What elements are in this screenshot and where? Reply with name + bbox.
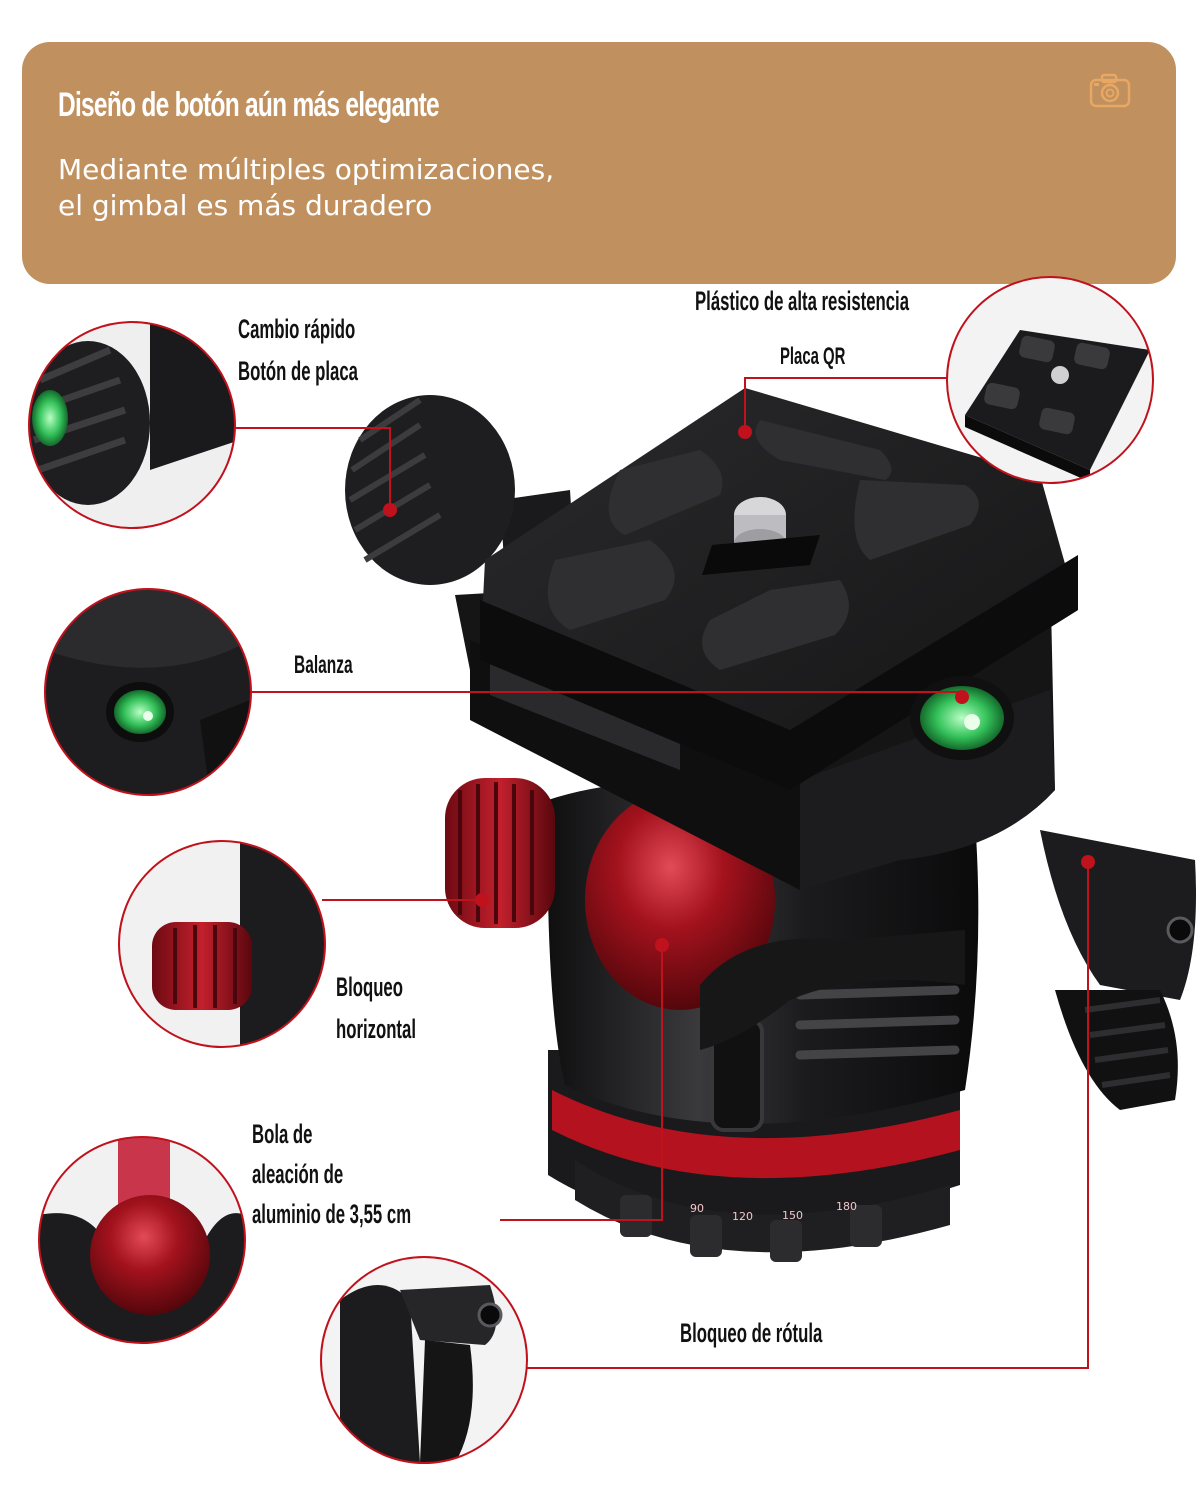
zoom-level (44, 588, 252, 796)
svg-text:90: 90 (690, 1202, 704, 1215)
banner-subtitle-line-1: Mediante múltiples optimizaciones, (58, 153, 555, 186)
label-plate-button-line-2: Botón de placa (238, 356, 358, 386)
label-qr-plate: Placa QR (780, 343, 846, 370)
label-plate-button-line-1: Cambio rápido (238, 314, 356, 344)
svg-text:120: 120 (732, 1210, 753, 1223)
main-product: 90 120 150 180 (345, 388, 1196, 1262)
label-head-lock: Bloqueo de rótula (680, 1318, 823, 1348)
zoom-head-lock (320, 1256, 528, 1464)
camera-icon (1089, 73, 1131, 108)
zoom-qr-plate (946, 276, 1154, 484)
callout-lines (230, 377, 1089, 1369)
banner-subtitle-line-2: el gimbal es más duradero (58, 189, 433, 222)
svg-text:150: 150 (782, 1209, 803, 1222)
label-plastic: Plástico de alta resistencia (695, 286, 910, 316)
label-horizontal-lock-line-2: horizontal (336, 1014, 416, 1044)
label-alloy-ball-line-3: aluminio de 3,55 cm (252, 1199, 412, 1229)
label-alloy-ball-line-1: Bola de (252, 1119, 313, 1149)
banner-title: Diseño de botón aún más elegante (58, 86, 440, 124)
label-level: Balanza (294, 651, 353, 679)
zoom-plate-knob (28, 321, 236, 529)
svg-text:180: 180 (836, 1200, 857, 1213)
label-plate-button: Cambio rápido Botón de placa (238, 308, 358, 392)
callout-dots (383, 425, 1095, 952)
header-banner: Diseño de botón aún más elegante Mediant… (22, 42, 1176, 284)
zoom-alloy-ball (38, 1136, 246, 1344)
label-horizontal-lock-line-1: Bloqueo (336, 972, 403, 1002)
label-alloy-ball: Bola de aleación de aluminio de 3,55 cm (252, 1114, 411, 1234)
label-horizontal-lock: Bloqueo horizontal (336, 966, 416, 1050)
banner-subtitle: Mediante múltiples optimizaciones, el gi… (58, 152, 554, 224)
zoom-horizontal-lock (118, 840, 326, 1048)
label-alloy-ball-line-2: aleación de (252, 1159, 344, 1189)
